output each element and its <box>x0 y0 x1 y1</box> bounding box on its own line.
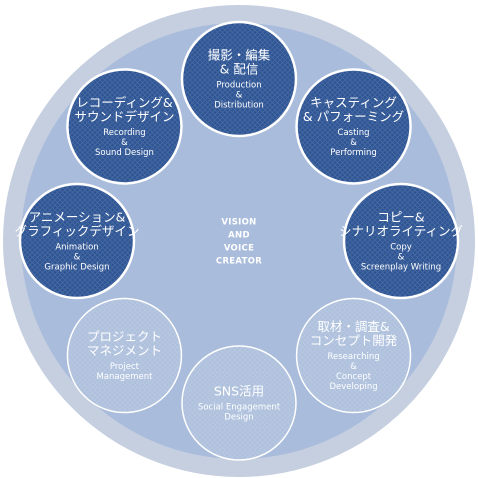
node-title: プロジェクト <box>87 329 162 344</box>
center-label: VISION AND VOICE CREATOR <box>216 218 262 267</box>
node-texture <box>297 299 410 412</box>
node-subtitle: & <box>350 138 357 148</box>
node-subtitle: Production <box>216 81 261 91</box>
node-title: グラフィックデザイン <box>15 224 140 239</box>
node-title: 撮影・編集 <box>208 48 271 63</box>
node-title: 取材・調査& <box>317 319 390 334</box>
center-label-line: VOICE <box>224 244 254 254</box>
node-title: レコーディング& <box>76 95 173 110</box>
node-subtitle: Screenplay Writing <box>361 263 441 273</box>
node-subtitle: & <box>398 253 405 263</box>
node-subtitle: & <box>236 91 243 101</box>
node-title: マネジメント <box>87 343 162 358</box>
node-researching: 取材・調査&コンセプト開発 Researching&ConceptDevelopi… <box>295 297 412 414</box>
node-subtitle: Graphic Design <box>44 263 109 273</box>
node-title: サウンドデザイン <box>74 109 174 124</box>
node-subtitle: Project <box>110 362 140 372</box>
node-subtitle: & <box>121 138 128 148</box>
node-animation: アニメーション&グラフィックデザイン Animation&Graphic Desi… <box>15 182 140 300</box>
node-subtitle: Social Engagement <box>198 403 281 413</box>
center-label-line: AND <box>228 231 250 241</box>
node-copy: コピー&シナリオライティング Copy&Screenplay Writing <box>339 182 463 300</box>
node-title: アニメーション& <box>29 210 126 225</box>
node-subtitle: Copy <box>390 243 412 253</box>
node-production: 撮影・編集& 配信 Production&Distribution <box>180 20 298 138</box>
node-subtitle: Management <box>96 372 153 382</box>
node-title: SNS活用 <box>214 384 264 399</box>
node-subtitle: Recording <box>103 128 146 138</box>
node-subtitle: Researching <box>327 352 379 362</box>
center-label-line: VISION <box>221 218 256 228</box>
node-subtitle: Performing <box>330 148 377 158</box>
node-texture <box>183 347 295 459</box>
node-title: コンセプト開発 <box>310 333 398 348</box>
node-subtitle: & <box>74 253 81 263</box>
node-subtitle: & <box>350 362 357 372</box>
node-subtitle: Distribution <box>214 101 264 111</box>
node-subtitle: Design <box>224 413 253 423</box>
node-texture <box>345 185 457 297</box>
node-subtitle: Sound Design <box>95 148 154 158</box>
node-subtitle: Casting <box>338 128 370 138</box>
node-subtitle: Animation <box>55 243 98 253</box>
node-title: コピー& <box>377 210 425 225</box>
node-recording: レコーディング&サウンドデザイン Recording&Sound Design <box>66 68 183 185</box>
node-texture <box>21 185 133 297</box>
node-title: シナリオライティング <box>339 224 463 239</box>
node-subtitle: Developing <box>329 382 377 392</box>
node-texture <box>297 70 410 183</box>
node-title: キャスティング <box>310 95 397 110</box>
node-texture <box>68 299 181 412</box>
node-title: & パフォーミング <box>303 109 404 124</box>
node-texture <box>68 70 181 183</box>
node-subtitle: Concept <box>336 372 372 382</box>
node-texture <box>183 23 295 135</box>
node-casting: キャスティング& パフォーミング Casting&Performing <box>295 68 412 185</box>
center-label-line: CREATOR <box>216 257 262 267</box>
node-title: & 配信 <box>220 62 259 77</box>
